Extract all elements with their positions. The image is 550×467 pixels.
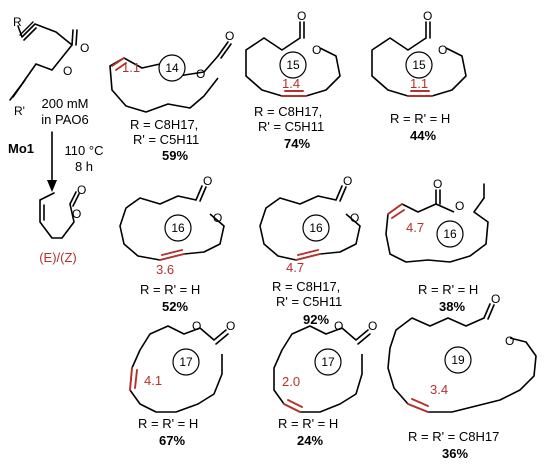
product-3: O O 15 1.1 R = R' = H 44% — [371, 9, 467, 143]
product-9-carbonyl-o: O — [491, 292, 500, 306]
product-4-yield: 52% — [162, 299, 188, 314]
condition-concentration: 200 mM — [42, 96, 89, 111]
product-4-r-line1: R = R' = H — [140, 282, 200, 297]
product-8-carbonyl-o: O — [368, 319, 377, 333]
product-2: O O 15 1.4 R = C8H17, R' = C5H11 74% — [245, 9, 341, 151]
product-9-ez-ratio: 3.4 — [430, 382, 448, 397]
condition-time: 8 h — [75, 159, 93, 174]
product-6: O O 16 4.7 R = R' = H 38% — [385, 177, 489, 314]
product-5-ring-size: 16 — [309, 221, 323, 235]
condition-temperature: 110 °C — [65, 143, 104, 158]
product-7-ez-ratio: 4.1 — [144, 373, 162, 388]
ez-label: (E)/(Z) — [39, 250, 77, 265]
product-8-r-line1: R = R' = H — [278, 416, 338, 431]
reaction-arrow — [47, 131, 57, 192]
product-4: O O 16 3.6 R = R' = H 52% — [119, 174, 225, 314]
product-1-yield: 59% — [162, 148, 188, 163]
product-5-r-line2: R' = C5H11 — [276, 294, 342, 309]
product-5-r-line1: R = C8H17, — [272, 279, 340, 294]
product-9-ring-size: 19 — [451, 353, 465, 367]
product-4-ring-size: 16 — [171, 221, 185, 235]
product-7-yield: 67% — [159, 433, 185, 448]
product-7-carbonyl-o: O — [226, 319, 235, 333]
product-7-ester-o: O — [192, 319, 201, 333]
product-2-carbonyl-o: O — [297, 9, 306, 23]
product-3-ester-o: O — [438, 43, 447, 57]
product-4-ez-ratio: 3.6 — [156, 262, 174, 277]
product-8-ez-ratio: 2.0 — [282, 374, 300, 389]
product-5-carbonyl-o: O — [343, 174, 352, 188]
product-1-r-line2: R' = C5H11 — [133, 132, 199, 147]
product-6-carbonyl-o: O — [433, 177, 442, 191]
product-2-yield: 74% — [284, 136, 310, 151]
product-8-yield: 24% — [297, 433, 323, 448]
product-6-yield: 38% — [439, 299, 465, 314]
product-6-r-line1: R = R' = H — [418, 282, 478, 297]
product-8: O O 17 2.0 R = R' = H 24% — [273, 319, 377, 448]
product-3-r-line1: R = R' = H — [390, 111, 450, 126]
product-6-ester-o: O — [455, 199, 464, 213]
substituent-r-prime: R' — [14, 104, 25, 118]
product-1-ring-size: 14 — [165, 61, 179, 75]
product-4-ester-o: O — [213, 211, 222, 225]
product-7-ring-size: 17 — [179, 355, 193, 369]
product-1: O O 14 1.1 R = C8H17, R' = C5H11 59% — [109, 29, 234, 163]
product-carbonyl-oxygen: O — [77, 183, 86, 197]
product-4-carbonyl-o: O — [203, 174, 212, 188]
generic-macrolactone-product: O O — [39, 183, 86, 239]
product-7-r-line1: R = R' = H — [138, 416, 198, 431]
catalyst-label: Mo1 — [8, 141, 34, 156]
starting-diene-ester: R O O R' — [9, 15, 89, 118]
product-2-ring-size: 15 — [286, 58, 300, 72]
product-2-ester-o: O — [312, 43, 321, 57]
product-2-ez-ratio: 1.4 — [282, 76, 300, 91]
product-3-yield: 44% — [410, 128, 436, 143]
product-2-r-line1: R = C8H17, — [254, 104, 322, 119]
product-9-ester-o: O — [505, 334, 514, 348]
product-1-r-line1: R = C8H17, — [130, 117, 198, 132]
product-8-ester-o: O — [334, 319, 343, 333]
ester-oxygen: O — [63, 64, 72, 78]
product-9-yield: 36% — [442, 446, 468, 461]
product-5-ester-o: O — [350, 211, 359, 225]
product-2-r-line2: R' = C5H11 — [258, 119, 324, 134]
condition-solvent: in PAO6 — [41, 112, 88, 127]
product-3-ring-size: 15 — [412, 58, 426, 72]
product-5-yield: 92% — [303, 312, 329, 327]
product-1-ez-ratio: 1.1 — [122, 60, 140, 75]
product-5: O O 16 4.7 R = C8H17, R' = C5H11 92% — [259, 174, 361, 327]
product-8-ring-size: 17 — [321, 355, 335, 369]
product-ester-oxygen: O — [72, 207, 81, 221]
product-3-ez-ratio: 1.1 — [410, 76, 428, 91]
product-1-ester-o: O — [196, 67, 205, 81]
product-3-carbonyl-o: O — [423, 9, 432, 23]
product-9: O O 19 3.4 R = R' = C8H17 36% — [387, 292, 537, 461]
product-6-ez-ratio: 4.7 — [406, 220, 424, 235]
substituent-r: R — [13, 15, 22, 29]
product-6-ring-size: 16 — [443, 227, 457, 241]
product-5-ez-ratio: 4.7 — [286, 260, 304, 275]
product-7: O O 17 4.1 R = R' = H 67% — [129, 319, 235, 448]
product-9-r-line1: R = R' = C8H17 — [408, 429, 499, 444]
carbonyl-oxygen: O — [80, 41, 89, 55]
product-1-carbonyl-o: O — [225, 29, 234, 43]
